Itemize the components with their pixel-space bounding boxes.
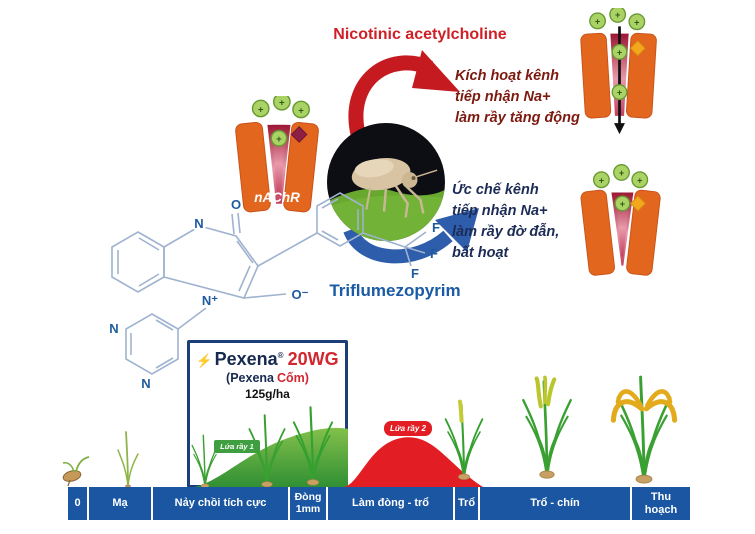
inhibition-line: Ức chế kênh <box>452 182 539 198</box>
svg-text:N: N <box>194 216 203 231</box>
product-name-line: ⚡Pexena®20WG <box>190 349 345 370</box>
rice-plant-ripening <box>521 366 573 480</box>
rice-plant-heading <box>444 399 484 481</box>
nachr-receptor-icon: + + + + nAChR <box>235 96 319 213</box>
inhibition-line: bất hoạt <box>452 245 509 262</box>
triflumezopyrim-structure: O N N⁺ O⁻ F F F N N <box>109 192 440 391</box>
rice-plant-harvest <box>610 375 678 485</box>
rice-seedling-icon <box>117 431 139 488</box>
activation-line: làm rầy tăng động <box>455 110 580 127</box>
planthopper-insect <box>351 158 438 218</box>
inhibition-arrow-icon <box>343 208 479 264</box>
stage-booting-heading: Làm đòng - trổ <box>328 487 455 520</box>
sodium-ions: + + + <box>251 96 310 119</box>
stage-panicle-1mm: Đòng 1mm <box>290 487 328 520</box>
rice-plant-large <box>292 406 334 487</box>
product-dose: 125g/ha <box>245 387 290 401</box>
pest-wave1-curve <box>188 427 348 488</box>
mechanism-title: Nicotinic acetylcholine <box>333 26 507 43</box>
pexena-logo-icon: ⚡ <box>196 353 213 368</box>
svg-text:F: F <box>411 266 419 281</box>
svg-text:+: + <box>279 98 285 109</box>
wave1-badge: Lứa rầy 1 <box>214 440 260 453</box>
stage-tillering: Nảy chồi tích cực <box>153 487 290 520</box>
alt-name-accent: Cốm) <box>277 371 309 385</box>
sodium-ions: + + + <box>592 163 649 189</box>
svg-text:+: + <box>617 48 622 58</box>
svg-text:N: N <box>141 376 150 391</box>
svg-text:+: + <box>620 199 625 209</box>
inhibition-text: Ức chế kênh tiếp nhận Na+ làm rầy đờ đẫn… <box>452 180 559 264</box>
activation-line: Kích hoạt kênh <box>455 68 559 84</box>
svg-text:+: + <box>615 10 620 20</box>
compound-name: Triflumezopyrim <box>329 281 461 300</box>
wave2-badge: Lứa rầy 2 <box>384 421 432 436</box>
inhibition-line: làm rầy đờ đẫn, <box>452 224 560 241</box>
inhibition-line: tiếp nhận Na+ <box>452 203 548 220</box>
alt-name-prefix: (Pexena <box>226 371 274 385</box>
receptor-label: nAChR <box>254 190 300 205</box>
svg-text:O: O <box>231 197 241 212</box>
activation-line: tiếp nhận Na+ <box>455 89 551 106</box>
svg-text:N: N <box>109 321 118 336</box>
svg-text:F: F <box>430 246 438 261</box>
product-name: Pexena <box>214 349 278 369</box>
stage-ma: Mạ <box>89 487 153 520</box>
svg-text:+: + <box>599 175 604 185</box>
pest-wave2-curve <box>343 437 483 487</box>
stage-0: 0 <box>68 487 89 520</box>
growth-stage-timeline: 0 Mạ Nảy chồi tích cực Đòng 1mm Làm đòng… <box>68 487 690 520</box>
open-channel-receptor-icon: + + + + + <box>580 8 657 135</box>
svg-text:+: + <box>637 175 642 185</box>
svg-text:+: + <box>617 88 622 98</box>
svg-text:F: F <box>432 220 440 235</box>
svg-text:+: + <box>258 104 264 115</box>
activation-arrow-icon <box>348 50 460 136</box>
stage-heading: Trổ <box>455 487 480 520</box>
atom-labels: O N N⁺ O⁻ F F F N N <box>109 197 440 391</box>
germinating-seed-icon <box>62 456 90 487</box>
sodium-ions: + + + <box>589 8 646 31</box>
product-formulation: 20WG <box>287 349 339 369</box>
svg-text:+: + <box>634 17 639 27</box>
activation-text: Kích hoạt kênh tiếp nhận Na+ làm rầy tăn… <box>455 66 580 129</box>
svg-text:O⁻: O⁻ <box>292 287 309 302</box>
blocked-channel-receptor-icon: + + + + <box>580 163 661 276</box>
svg-text:+: + <box>595 17 600 27</box>
stage-heading-ripening: Trổ - chín <box>480 487 632 520</box>
stage-harvest: Thu hoạch <box>644 491 678 516</box>
registered-mark: ® <box>277 351 284 360</box>
svg-text:+: + <box>619 168 624 178</box>
svg-text:+: + <box>276 134 282 145</box>
svg-text:+: + <box>298 105 304 116</box>
svg-text:N⁺: N⁺ <box>202 293 218 308</box>
